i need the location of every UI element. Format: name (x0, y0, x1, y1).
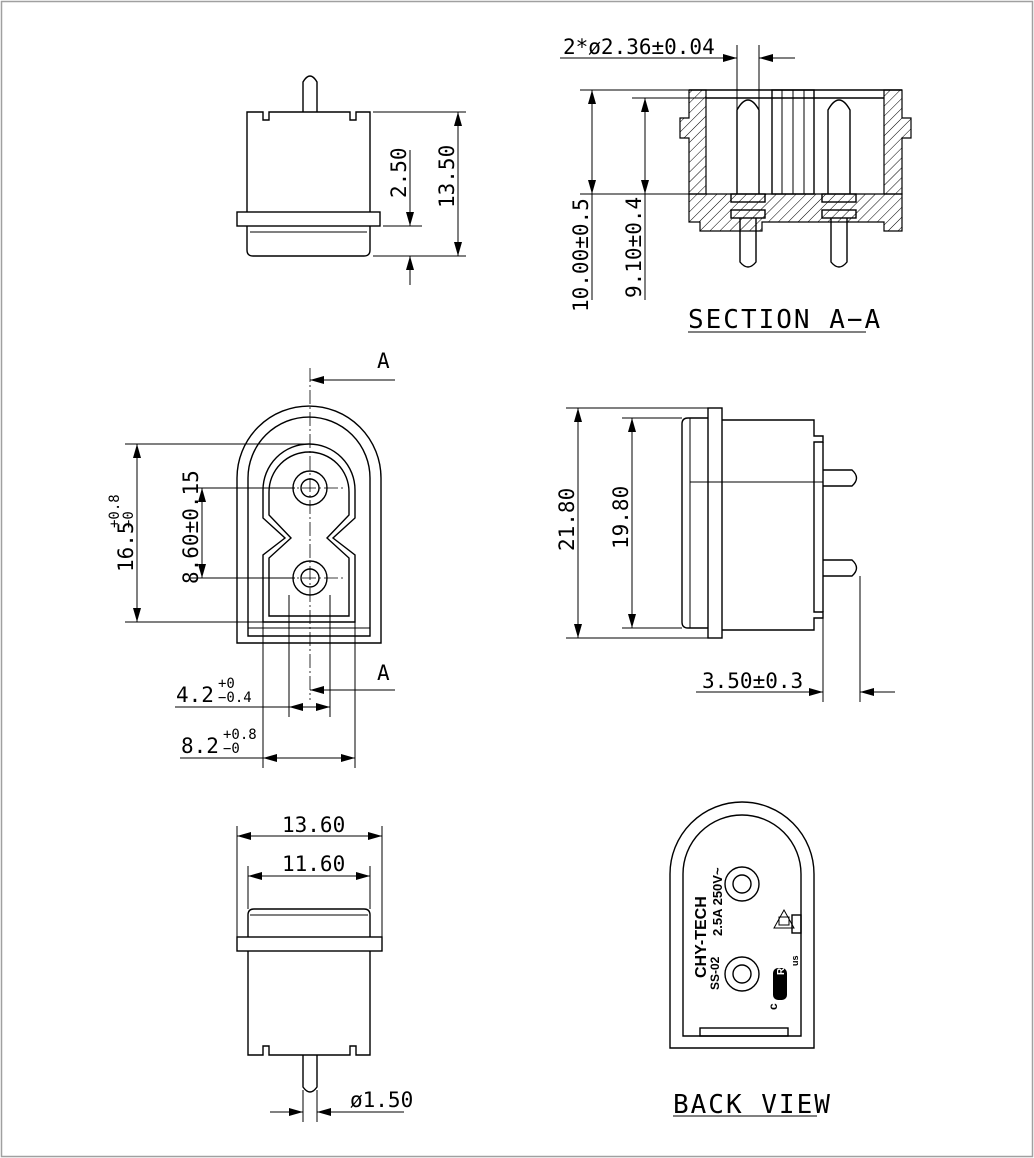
cert-us-marking: us (790, 955, 800, 966)
dim-16-5: 16.5 (114, 521, 138, 572)
dim-13-50: 13.50 (435, 145, 459, 208)
dim-8-2-tol-up: +0.8 (223, 727, 257, 743)
dim-8-2-group: 8.2 +0.8 −0 (181, 727, 257, 758)
dim-3-50: 3.50±0.3 (702, 669, 803, 693)
dim-4-2-group: 4.2 +0 −0.4 (176, 676, 252, 707)
back-view-title: BACK VIEW (673, 1090, 832, 1120)
back-view (669, 801, 817, 1117)
dim-8-2-tol-lo: −0 (223, 741, 240, 757)
model-marking: SS-02 (708, 956, 722, 990)
dim-16-5-tol-lo: −0 (121, 511, 137, 528)
bottom-view (236, 826, 404, 1122)
dim-9-10: 9.10±0.4 (622, 197, 646, 298)
dim-pin-diameter: 2*ø2.36±0.04 (563, 35, 715, 59)
dim-16-5-group: 16.5 +0.8 −0 (107, 494, 138, 572)
section-mark-top: A (377, 349, 390, 373)
side-view-right (566, 407, 895, 702)
section-mark-bottom: A (377, 661, 390, 685)
dim-10-00: 10.00±0.5 (569, 198, 593, 312)
side-view-top (236, 75, 466, 285)
dim-21-80: 21.80 (555, 488, 579, 551)
cert-c-marking: c (766, 1003, 780, 1010)
section-view (560, 45, 912, 333)
dim-8-60: 8.60±0.15 (179, 470, 203, 584)
dim-4-2-tol-lo: −0.4 (218, 690, 252, 706)
dim-19-80: 19.80 (609, 486, 633, 549)
dim-4-2: 4.2 (176, 683, 214, 707)
dim-11-60: 11.60 (282, 852, 345, 876)
front-view (125, 368, 395, 768)
brand-marking: CHY-TECH (693, 896, 710, 978)
dim-16-5-tol-up: +0.8 (107, 494, 123, 528)
dim-4-2-tol-up: +0 (218, 676, 235, 692)
section-title: SECTION A−A (688, 305, 882, 335)
dim-pin-1-50: ø1.50 (350, 1088, 413, 1112)
cert-r-marking: R (776, 967, 787, 975)
dim-13-60: 13.60 (282, 813, 345, 837)
ul-mark-icon (773, 968, 787, 1000)
dim-2-50: 2.50 (387, 147, 411, 198)
dim-8-2: 8.2 (181, 734, 219, 758)
rating-marking: 2.5A 250V~ (710, 867, 725, 936)
